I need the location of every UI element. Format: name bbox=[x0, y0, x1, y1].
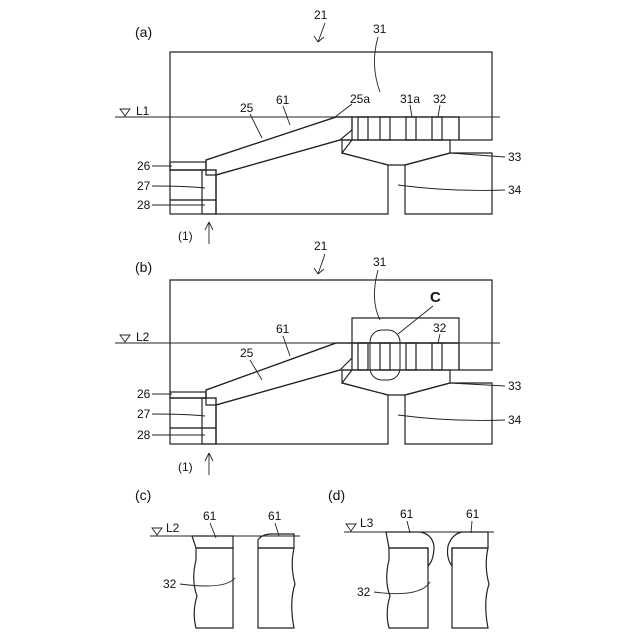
ref-32-d: 32 bbox=[357, 585, 371, 599]
ref-27-a: 27 bbox=[137, 179, 151, 193]
block-left-c bbox=[194, 548, 233, 628]
panel-a: (a) 21 L1 31 25 61 25a 31a 32 26 27 28 3… bbox=[115, 8, 522, 244]
block-left-d bbox=[387, 548, 428, 628]
block-28-b bbox=[170, 428, 216, 444]
ref-34-a: 34 bbox=[508, 183, 522, 197]
ref-61-b: 61 bbox=[276, 322, 290, 336]
ref-61-c-right: 61 bbox=[268, 509, 282, 523]
flow-arrow-a bbox=[205, 222, 213, 244]
flow-label-b: (1) bbox=[178, 460, 193, 474]
resin-right-d bbox=[448, 532, 489, 566]
ref-61-a: 61 bbox=[276, 93, 290, 107]
panel-c: (c) L2 61 61 32 bbox=[135, 487, 300, 628]
resin-runner bbox=[206, 117, 352, 175]
ref-31-b: 31 bbox=[373, 255, 387, 269]
inlet-a bbox=[202, 170, 216, 214]
ref-32-a: 32 bbox=[433, 92, 447, 106]
ref-27-b: 27 bbox=[137, 407, 151, 421]
ref-33-b: 33 bbox=[508, 379, 522, 393]
level-label-a: L1 bbox=[136, 104, 150, 118]
panel-b: (b) 21 L2 31 61 25 32 26 27 28 33 34 C (… bbox=[115, 239, 522, 475]
ref-28-b: 28 bbox=[137, 428, 151, 442]
level-marker-a bbox=[120, 109, 130, 116]
ref-26-a: 26 bbox=[137, 159, 151, 173]
block-right-c bbox=[258, 548, 295, 628]
ref-28-a: 28 bbox=[137, 198, 151, 212]
ref-33-a: 33 bbox=[508, 150, 522, 164]
flow-arrow-b bbox=[205, 453, 213, 475]
vents bbox=[358, 117, 442, 140]
panel-d: (d) L3 61 61 32 bbox=[328, 487, 494, 628]
flow-label-a: (1) bbox=[178, 229, 193, 243]
chamber bbox=[342, 140, 450, 165]
callout-c-outline bbox=[370, 330, 400, 380]
upper-die-b bbox=[170, 280, 492, 398]
ref-32-b: 32 bbox=[433, 321, 447, 335]
ref-31-a: 31 bbox=[373, 22, 387, 36]
lower-die-right-b bbox=[405, 383, 492, 444]
level-marker-b bbox=[120, 335, 130, 342]
ref-61-d-left: 61 bbox=[400, 507, 414, 521]
level-label-c: L2 bbox=[166, 521, 180, 535]
ref-21-b: 21 bbox=[314, 239, 328, 253]
panel-a-title: (a) bbox=[135, 24, 152, 40]
resin-left-d bbox=[386, 532, 434, 566]
block-right-d bbox=[452, 548, 489, 628]
block-27-b bbox=[170, 398, 216, 428]
chamber-b bbox=[342, 370, 450, 395]
channel-26 bbox=[170, 162, 206, 170]
ref-21-a: 21 bbox=[314, 8, 328, 22]
lower-die-right bbox=[405, 153, 492, 214]
ref-34-b: 34 bbox=[508, 413, 522, 427]
callout-c-label: C bbox=[430, 289, 441, 306]
ref-26-b: 26 bbox=[137, 387, 151, 401]
channel-26-b bbox=[170, 392, 206, 398]
ref-61-d-right: 61 bbox=[466, 507, 480, 521]
level-marker-d bbox=[346, 524, 356, 531]
resin-left-c bbox=[192, 536, 233, 548]
panel-d-title: (d) bbox=[328, 487, 345, 503]
level-marker-c bbox=[152, 528, 162, 535]
block-28 bbox=[170, 200, 216, 214]
ref-31a-a: 31a bbox=[400, 92, 420, 106]
level-label-b: L2 bbox=[136, 330, 150, 344]
panel-c-title: (c) bbox=[135, 487, 151, 503]
upper-die bbox=[170, 52, 492, 170]
ref-25-b: 25 bbox=[240, 346, 254, 360]
ref-25a-a: 25a bbox=[350, 92, 370, 106]
ref-25-a: 25 bbox=[240, 101, 254, 115]
ref-32-c: 32 bbox=[163, 577, 177, 591]
resin-runner-b bbox=[206, 343, 352, 405]
level-label-d: L3 bbox=[360, 516, 374, 530]
ref-61-c-left: 61 bbox=[203, 509, 217, 523]
panel-b-title: (b) bbox=[135, 259, 152, 275]
